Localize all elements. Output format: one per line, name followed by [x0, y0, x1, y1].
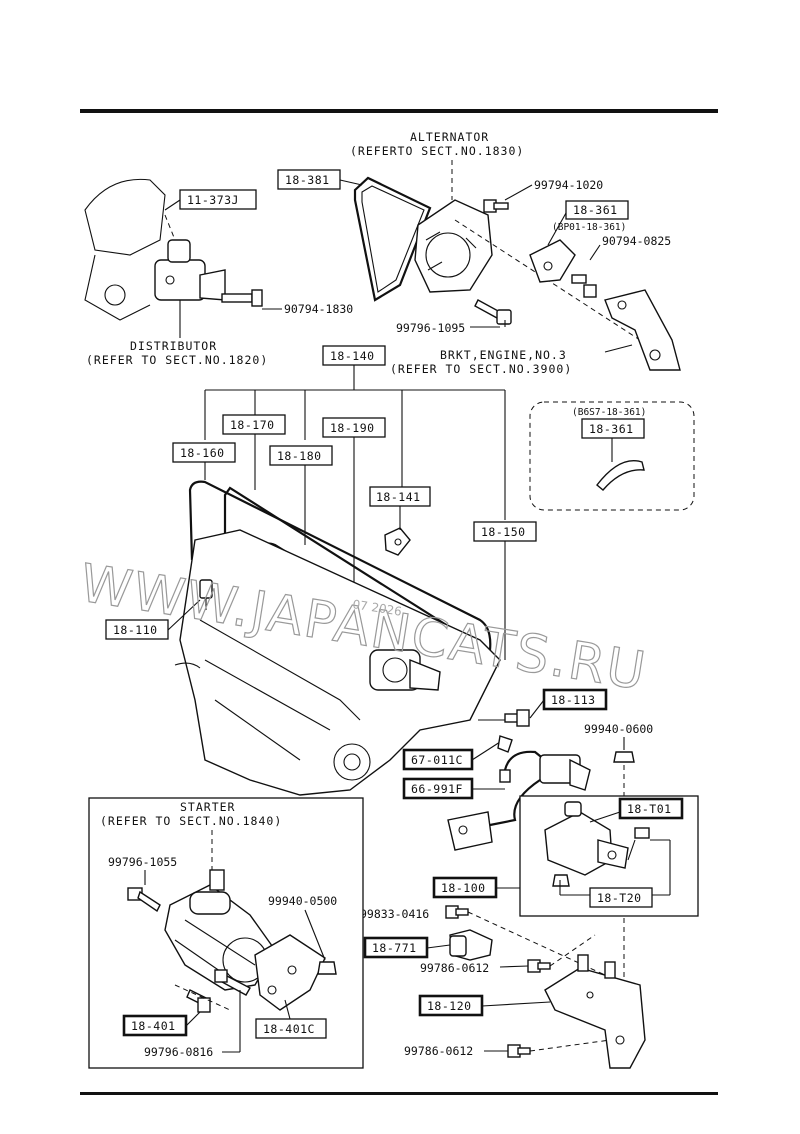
ignition-coil — [544, 801, 629, 876]
pn-99796-0816: 99796-0816 — [144, 1045, 213, 1059]
coil-bracket-18-120 — [544, 954, 646, 1069]
starter-bracket-18-401C — [254, 934, 326, 1011]
pn-99796-1055: 99796-1055 — [108, 855, 177, 869]
bolt-99796-1095 — [474, 299, 512, 325]
callout-18-361 — [565, 200, 629, 220]
bolt-99794-1020 — [483, 199, 509, 213]
screw-coil — [627, 827, 650, 861]
callout-18-401-text: 18-401 — [131, 1019, 176, 1033]
callout-18-150 — [473, 521, 537, 542]
callout-18-T01 — [618, 797, 684, 820]
bolt-99786-0612-lower — [507, 1044, 531, 1058]
engine-block — [174, 529, 501, 796]
caption-alternator-ref: (REFERTO SECT.NO.1830) — [350, 144, 524, 158]
callout-18-361-b6s7 — [581, 418, 645, 439]
wire-clip-18-141 — [384, 527, 411, 556]
bolt-99786-0612-upper — [527, 959, 551, 973]
distributor — [154, 239, 226, 301]
nut-99940-0600 — [613, 751, 635, 763]
callout-18-150-text: 18-150 — [481, 525, 526, 539]
pn-99833-0416: 99833-0416 — [360, 907, 429, 921]
caption-bracket-ref: (REFER TO SECT.NO.3900) — [390, 362, 572, 376]
pn-99786-0612-lower: 99786-0612 — [404, 1044, 473, 1058]
callout-11-373J-text: 11-373J — [187, 193, 239, 207]
callout-18-140-text: 18-140 — [330, 349, 375, 363]
callout-18-100-text: 18-100 — [441, 881, 486, 895]
callout-18-180-text: 18-180 — [277, 449, 322, 463]
pn-99786-0612-upper: 99786-0612 — [420, 961, 489, 975]
callout-18-190-text: 18-190 — [330, 421, 375, 435]
engine-block-sketch-top — [84, 178, 166, 321]
callout-18-361-text: 18-361 — [573, 203, 618, 217]
bottom-rule — [80, 1092, 718, 1095]
callout-11-373J — [179, 189, 257, 210]
callout-18-160-text: 18-160 — [180, 446, 225, 460]
callout-18-381-text: 18-381 — [285, 173, 330, 187]
spark-plug — [199, 579, 213, 610]
callout-18-160 — [172, 442, 236, 463]
callout-18-401C-text: 18-401C — [263, 1022, 315, 1036]
pn-99796-1095: 99796-1095 — [396, 321, 465, 335]
caption-distributor-ref: (REFER TO SECT.NO.1820) — [86, 353, 268, 367]
callout-18-170-text: 18-170 — [230, 418, 275, 432]
callout-18-T20 — [589, 887, 653, 908]
callout-18-113 — [542, 688, 608, 711]
engine-bracket-no3 — [604, 289, 681, 371]
bolt-18-113 — [504, 709, 530, 727]
callout-66-991F-text: 66-991F — [411, 782, 463, 796]
caption-starter: STARTER — [180, 800, 235, 814]
caption-bp01: (BP01-18-361) — [552, 222, 626, 233]
callout-18-T01-text: 18-T01 — [627, 802, 672, 816]
bolt-99833-0416 — [445, 905, 469, 919]
caption-starter-ref: (REFER TO SECT.NO.1840) — [100, 814, 282, 828]
callout-18-141-text: 18-141 — [376, 490, 421, 504]
nut-coil — [552, 874, 570, 887]
pn-90794-1830: 90794-1830 — [284, 302, 353, 316]
callout-18-170 — [222, 414, 286, 435]
callout-18-T20-text: 18-T20 — [597, 891, 642, 905]
caption-bracket: BRKT,ENGINE,NO.3 — [440, 348, 567, 362]
top-rule — [80, 109, 718, 113]
bolt-99796-1055 — [127, 887, 161, 913]
callout-18-113-text: 18-113 — [551, 693, 596, 707]
bolt-90794-0825 — [571, 274, 597, 298]
sensor-18-771 — [449, 929, 493, 961]
bushing-18-361 — [596, 460, 645, 491]
nut-99940-0500 — [317, 961, 337, 975]
callout-18-381 — [277, 169, 341, 190]
clip-67-011C — [497, 735, 513, 753]
caption-b6s7: (B6S7-18-361) — [572, 407, 646, 418]
callout-18-190 — [322, 417, 386, 438]
callout-18-401C — [255, 1018, 327, 1039]
pn-90794-0825: 90794-0825 — [602, 234, 671, 248]
callout-18-110-text: 18-110 — [113, 623, 158, 637]
callout-18-180 — [269, 445, 333, 466]
bolt-90794-1830 — [221, 289, 263, 307]
wire-leader-lines — [204, 365, 506, 660]
bolt-99796-0816 — [214, 969, 251, 996]
detail-b6s7-frame — [529, 401, 695, 511]
callout-18-771-text: 18-771 — [372, 941, 417, 955]
alternator — [414, 199, 493, 293]
wiring-harness — [447, 750, 591, 851]
caption-distributor: DISTRIBUTOR — [130, 339, 217, 353]
caption-alternator: ALTERNATOR — [410, 130, 489, 144]
callout-18-361-b6s7-text: 18-361 — [589, 422, 634, 436]
callout-67-011C-text: 67-011C — [411, 753, 463, 767]
adjuster-bracket — [529, 239, 576, 283]
pn-99940-0500: 99940-0500 — [268, 894, 337, 908]
starter-motor — [164, 869, 276, 991]
drive-belt — [353, 176, 432, 302]
callout-18-120-text: 18-120 — [427, 999, 472, 1013]
pn-99794-1020: 99794-1020 — [534, 178, 603, 192]
pn-99940-0600: 99940-0600 — [584, 722, 653, 736]
distributor-on-engine — [369, 649, 441, 691]
